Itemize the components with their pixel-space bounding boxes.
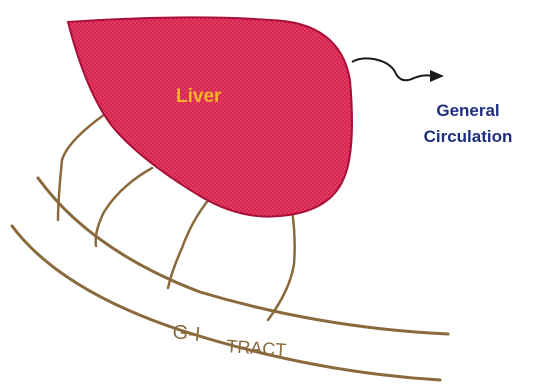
- portal-vessel-2: [96, 168, 152, 246]
- hepatic-outflow-vessel: [352, 58, 432, 80]
- circulation-label-line2: Circulation: [424, 127, 513, 146]
- gi-tract-lower-wall: [12, 226, 440, 380]
- gi-tract-label-part1: G-I: [171, 321, 201, 346]
- gi-tract-label-part2: TRACT: [226, 336, 287, 360]
- arrowhead-icon: [430, 70, 444, 82]
- portal-vessel-1: [58, 112, 108, 220]
- circulation-label-line1: General: [436, 101, 499, 120]
- liver-shape: [68, 17, 352, 216]
- portal-vessel-3: [168, 198, 210, 288]
- portal-vessel-4: [268, 210, 295, 320]
- liver-label: Liver: [176, 86, 222, 107]
